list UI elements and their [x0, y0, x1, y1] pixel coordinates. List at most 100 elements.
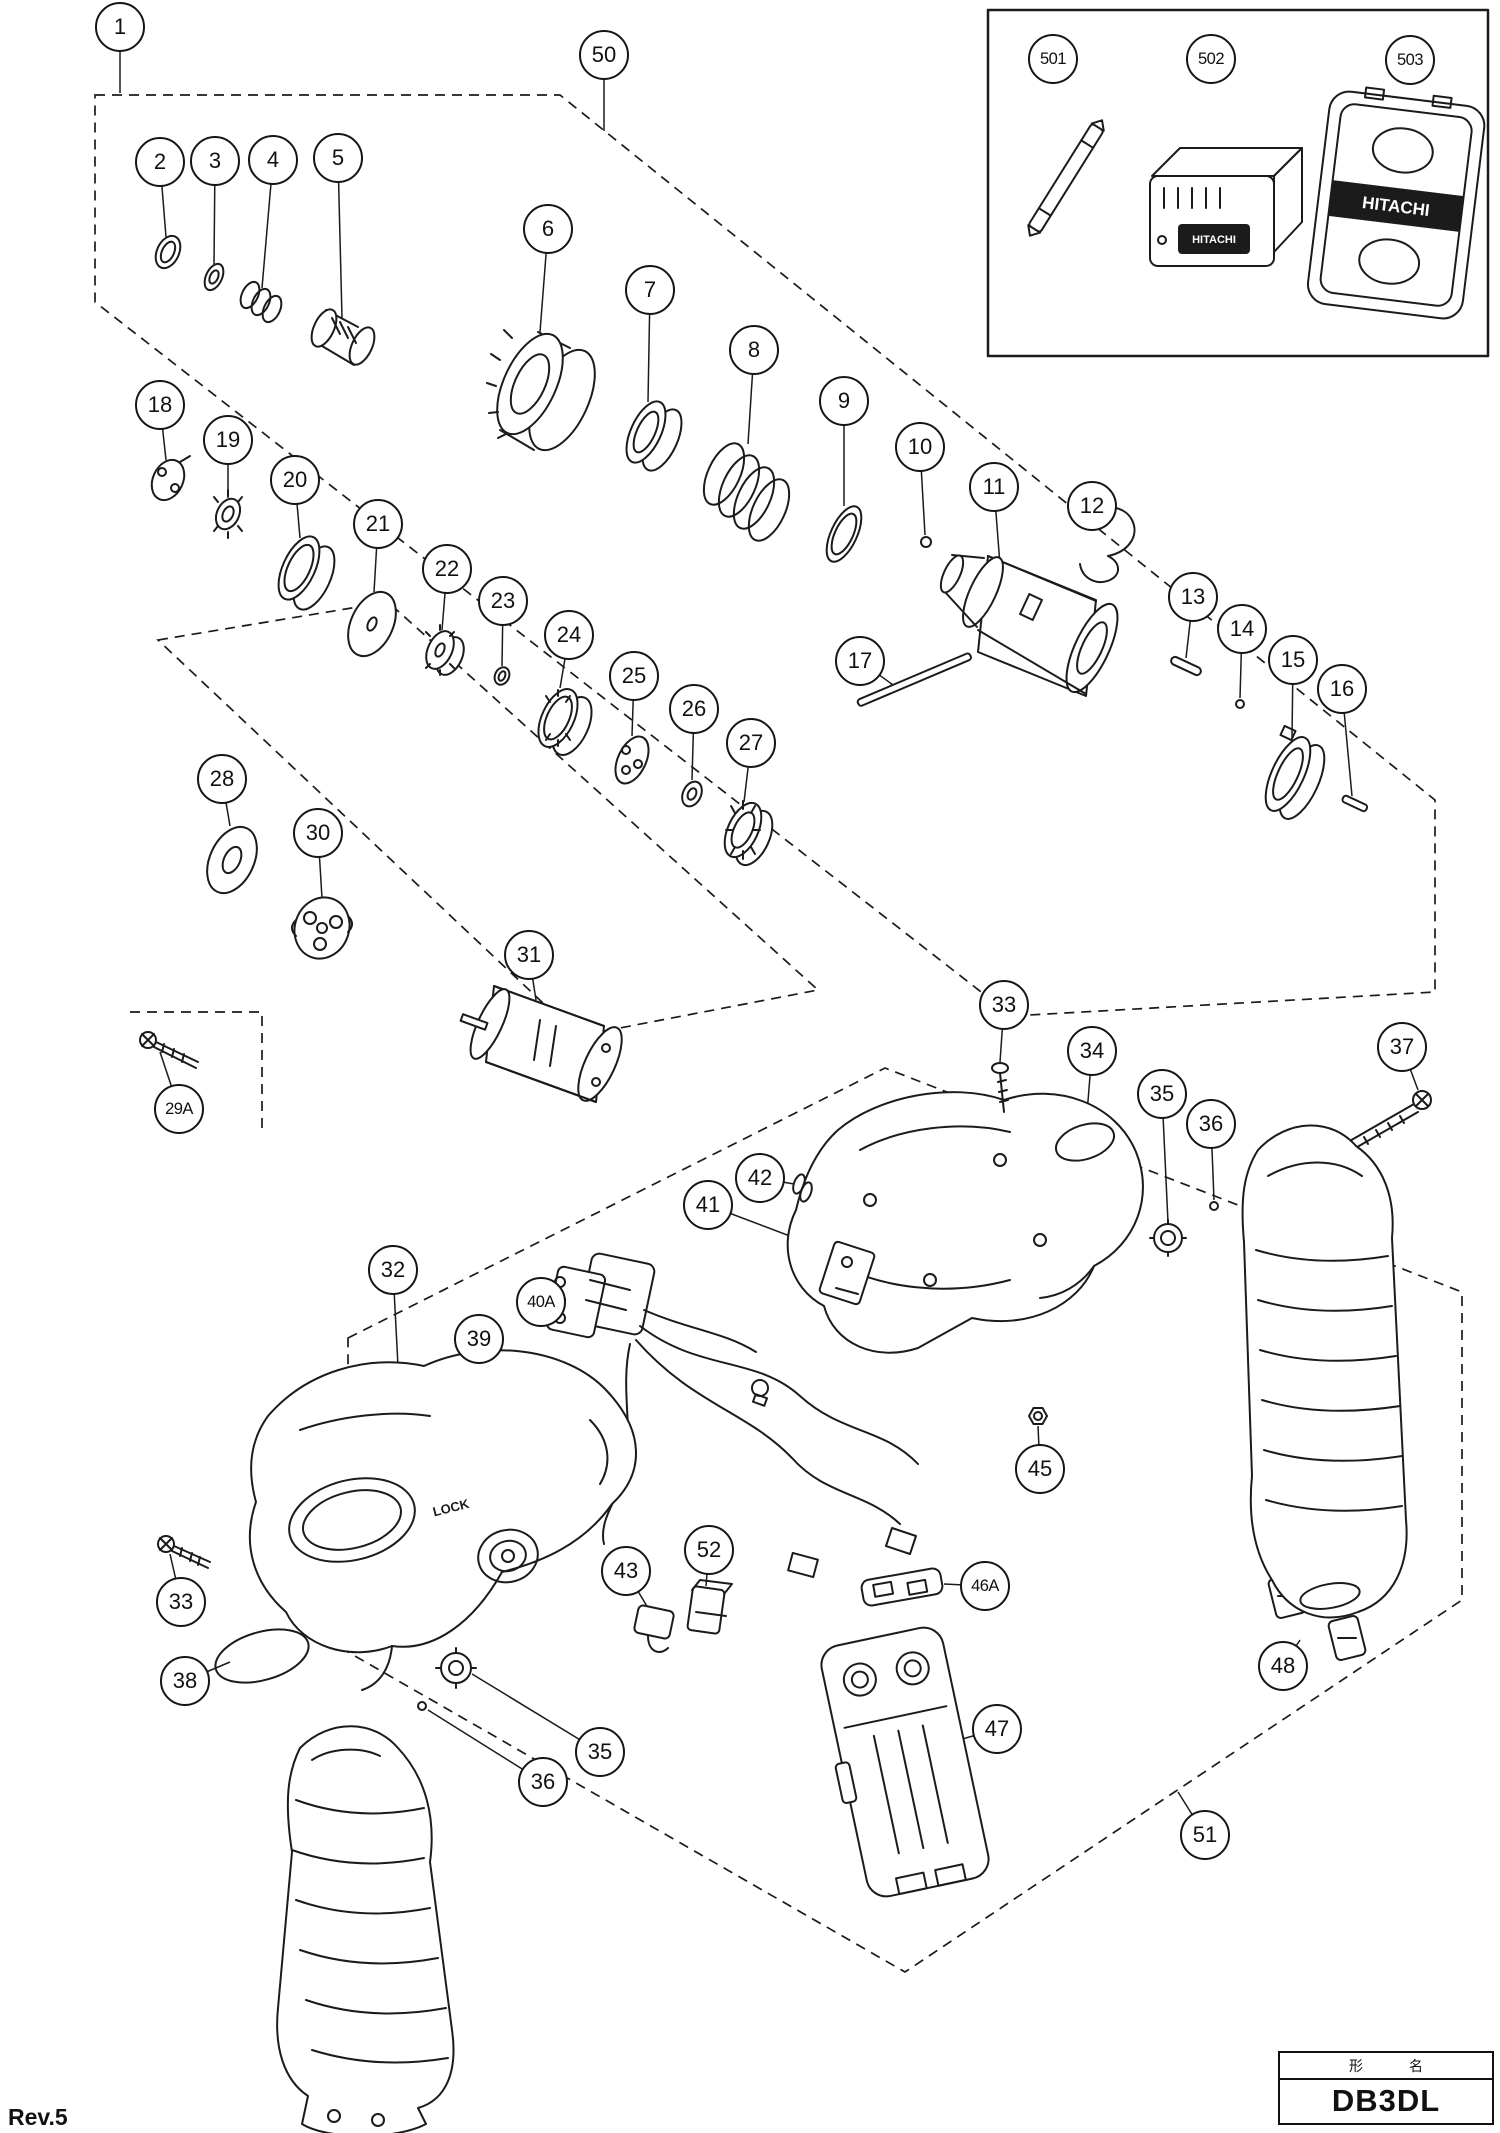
part-clutch-plate — [723, 800, 774, 867]
leader-line-4 — [261, 159, 274, 289]
leader-line-11 — [993, 486, 1001, 566]
leader-line-48 — [1282, 1639, 1301, 1667]
leader-line-46A — [943, 1583, 986, 1587]
part-block-52 — [686, 1579, 733, 1635]
part-spring-small — [239, 280, 283, 324]
part-steel-ball-small — [1235, 699, 1245, 709]
part-machine-screw-33-upper — [991, 1062, 1009, 1113]
part-clutch-spring — [702, 442, 791, 542]
leader-line-21 — [373, 523, 379, 593]
part-bearing-35-lower — [435, 1647, 477, 1689]
leader-line-14 — [1239, 628, 1243, 699]
part-retaining-ring — [154, 234, 182, 270]
leader-line-16 — [1341, 688, 1353, 797]
part-shaft-rod — [856, 652, 972, 707]
leader-line-24 — [559, 634, 570, 689]
leader-line-35 — [471, 1673, 601, 1753]
leader-line-5 — [337, 157, 343, 319]
part-ball-36-upper — [1209, 1201, 1219, 1211]
part-driver-bit-501 — [1027, 119, 1105, 237]
part-roll-pin — [1170, 655, 1202, 677]
leader-line-20 — [294, 479, 301, 539]
leader-line-35 — [1161, 1093, 1169, 1223]
part-motor — [459, 985, 623, 1103]
leader-line-37 — [1401, 1046, 1419, 1091]
wiring-harness — [602, 1309, 919, 1579]
leader-line-13 — [1185, 596, 1194, 659]
part-wire-clip — [1077, 505, 1136, 583]
leader-line-3 — [213, 160, 216, 265]
part-small-gear — [681, 780, 703, 808]
part-gear-ring — [277, 535, 336, 611]
leader-line-36 — [427, 1709, 544, 1783]
part-bearing-35-upper — [1149, 1219, 1187, 1257]
boundary-main-axis — [94, 94, 1436, 1017]
part-gear-carrier — [291, 896, 353, 960]
model-number: DB3DL — [1331, 2083, 1441, 2118]
part-spring-42 — [792, 1173, 813, 1203]
part-thrust-washer — [206, 825, 258, 895]
part-battery-47 — [820, 1626, 990, 1898]
leader-line-45 — [1037, 1425, 1041, 1470]
part-spur-gear — [425, 624, 465, 676]
leader-line-29A — [159, 1051, 180, 1110]
revision-label: Rev.5 — [8, 2104, 68, 2130]
part-threaded-sleeve — [310, 308, 376, 366]
part-clutch-dial — [486, 329, 596, 452]
boundary-gear-train — [156, 601, 820, 1037]
leader-line-31 — [528, 954, 537, 1001]
part-grip-cover-right — [1241, 1124, 1408, 1619]
part-terminal-cover-46a — [860, 1567, 944, 1607]
leader-line-36 — [1210, 1123, 1215, 1201]
part-grip-cover-left — [276, 1725, 455, 2133]
part-tapping-screw-33-lower — [157, 1535, 211, 1569]
part-change-plate — [150, 455, 191, 502]
leader-line-23 — [501, 600, 504, 667]
part-internal-gear — [537, 688, 593, 756]
title-block-field-label: 形 名 — [1280, 2053, 1492, 2080]
leader-line-32 — [392, 1269, 399, 1367]
charger-brand-label: HITACHI — [1192, 234, 1236, 246]
leader-line-7 — [647, 289, 651, 403]
part-planet-carrier — [614, 735, 650, 785]
leader-line-42 — [759, 1177, 795, 1185]
leader-line-33 — [999, 1004, 1005, 1063]
part-spring-seat-ring — [825, 505, 863, 563]
leader-line-43 — [625, 1570, 649, 1609]
dashed-boundaries — [94, 94, 1463, 1973]
title-block: 形 名 DB3DL — [1278, 2051, 1494, 2125]
leader-line-33 — [169, 1553, 182, 1603]
part-tapping-screw-29a — [139, 1031, 199, 1069]
leader-line-2 — [159, 161, 167, 238]
part-washer — [203, 262, 225, 292]
part-circuit-board-41 — [818, 1240, 876, 1306]
part-pin — [1341, 794, 1369, 813]
leader-line-30 — [317, 832, 323, 899]
leader-line-15 — [1291, 659, 1294, 739]
leader-line-18 — [159, 404, 167, 461]
parts-art: LOCK — [139, 8, 1490, 2133]
part-nut-45 — [1028, 1407, 1048, 1425]
part-hook-43 — [633, 1604, 675, 1653]
leader-line-51 — [1177, 1791, 1206, 1836]
leader-line-27 — [743, 742, 752, 803]
part-long-screw-37 — [1347, 1090, 1432, 1151]
part-seal-38 — [214, 1628, 310, 1684]
leader-line-10 — [919, 446, 926, 536]
part-ring-gear — [1264, 724, 1326, 820]
part-charger-502: HITACHI — [1149, 147, 1303, 267]
leader-line-8 — [747, 349, 755, 445]
part-front-ring — [625, 400, 683, 472]
leader-line-22 — [441, 568, 448, 631]
part-spindle-gear-case — [939, 554, 1119, 697]
part-housing-upper-half — [786, 1091, 1144, 1354]
part-large-washer — [347, 590, 397, 658]
leader-line-6 — [539, 228, 549, 333]
part-steel-ball — [920, 536, 932, 548]
part-pinion-gear — [213, 489, 243, 539]
boundary-screw-corner — [130, 1011, 263, 1128]
leader-line-26 — [691, 708, 695, 781]
leader-line-25 — [631, 675, 635, 737]
